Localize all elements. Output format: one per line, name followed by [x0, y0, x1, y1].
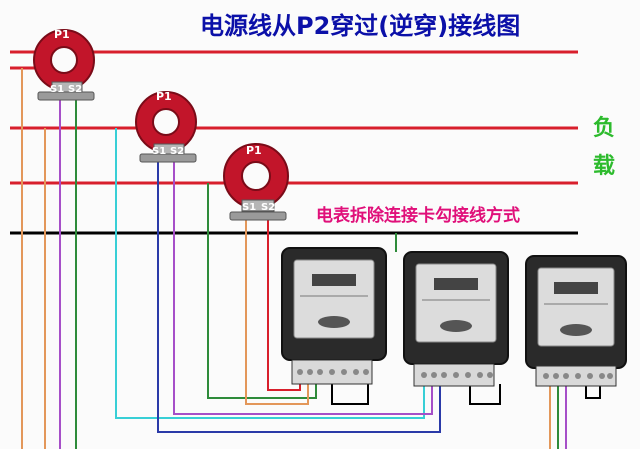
ct3-terminal-block	[241, 199, 275, 212]
ct2-hole	[152, 108, 180, 136]
ct2-s2-wire	[173, 160, 433, 415]
energy-meter-1	[281, 247, 387, 385]
ct2-p1-label: P1	[156, 90, 172, 103]
meter3-terminals	[543, 373, 613, 379]
ct1-terminal-block	[51, 81, 83, 93]
meter1-terminals	[297, 369, 369, 375]
diagram-title: 电源线从P2穿过(逆穿)接线图	[200, 12, 520, 40]
ct1-bracket	[37, 91, 95, 101]
meter1-disc	[318, 316, 350, 328]
meter3-disc	[560, 324, 592, 336]
diagram-subtitle: 电表拆除连接卡勾接线方式	[316, 205, 520, 226]
ct2-s2-label: S2	[170, 146, 184, 157]
meter2-jumper	[469, 384, 501, 405]
ct2-cyan-wire	[115, 128, 425, 419]
ct3-s2-label: S2	[261, 202, 275, 213]
ct3-bracket	[229, 211, 287, 221]
ct3-s1-wire	[245, 218, 309, 405]
ct2-s1-wire	[157, 160, 441, 433]
current-transformer-1: P1 S1 S2	[33, 28, 95, 101]
ct2-bracket	[139, 153, 197, 163]
ct1-hole	[50, 46, 78, 74]
meter2-terminals	[421, 372, 493, 378]
current-transformer-3: P1 S1 S2	[223, 143, 289, 221]
ct1-p1-label: P1	[54, 28, 70, 41]
ct3-s1-label: S1	[242, 202, 256, 213]
energy-meter-3	[525, 255, 627, 387]
meter3-register	[554, 282, 598, 294]
meter2-register	[434, 278, 478, 290]
energy-meter-2	[403, 251, 509, 387]
ct1-s2-label: S2	[68, 84, 82, 95]
ct3-hole	[241, 161, 271, 191]
meter1-register	[312, 274, 356, 286]
meter1-jumper	[331, 384, 369, 405]
ct3-s2-wire	[267, 218, 301, 391]
ct2-terminal-block	[153, 143, 185, 155]
current-transformer-2: P1 S1 S2	[135, 90, 197, 163]
meter2-disc	[440, 320, 472, 332]
load-label-1: 负	[593, 116, 615, 141]
ct3-green-wire	[207, 183, 317, 399]
ct2-s1-label: S1	[152, 146, 166, 157]
ct3-p1-label: P1	[246, 144, 262, 157]
load-label-2: 载	[593, 153, 615, 179]
ct1-s1-label: S1	[50, 84, 64, 95]
meter3-jumper	[585, 384, 601, 399]
